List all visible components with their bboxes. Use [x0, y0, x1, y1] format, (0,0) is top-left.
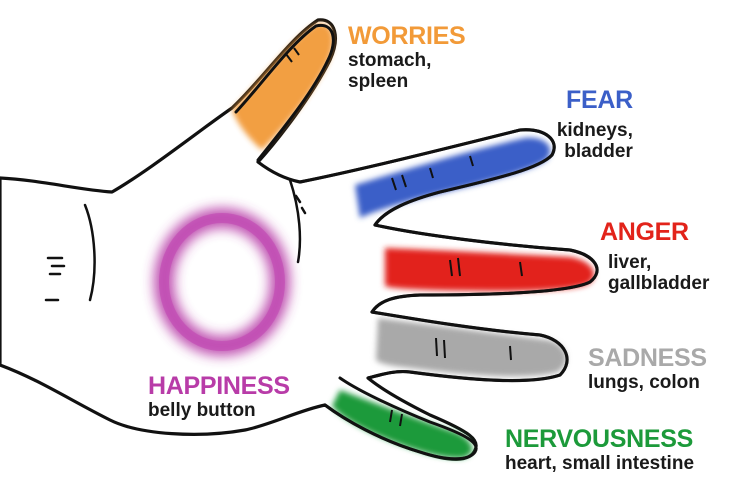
label-worries: WORRIES stomach, spleen: [348, 22, 466, 93]
organs-nervousness-1: heart, small intestine: [505, 453, 695, 474]
little-finger-nervousness: [323, 376, 478, 461]
happiness-circle: [154, 208, 290, 356]
label-anger: ANGER liver, gallbladder: [600, 218, 709, 295]
palm-lines: [44, 178, 307, 302]
thumb-worries: [232, 23, 335, 162]
organs-worries-2: spleen: [348, 71, 409, 93]
organs-anger-1: liver,: [608, 252, 652, 273]
emotion-worries: WORRIES: [348, 22, 466, 50]
emotion-sadness: SADNESS: [588, 344, 707, 372]
label-sadness: SADNESS lungs, colon: [588, 344, 707, 393]
organs-worries-1: stomach,: [348, 50, 432, 71]
organs-fear-2: bladder: [564, 141, 633, 163]
emotion-anger: ANGER: [600, 218, 689, 246]
organs-fear-1: kidneys,: [556, 120, 633, 141]
organs-happiness-1: belly button: [148, 400, 256, 421]
ring-finger-sadness: [366, 310, 569, 383]
label-nervousness: NERVOUSNESS heart, small intestine: [505, 425, 694, 474]
emotion-fear: FEAR: [566, 86, 633, 114]
organs-anger-2: gallbladder: [608, 273, 710, 295]
label-fear: FEAR kidneys, bladder: [557, 86, 633, 163]
emotion-happiness: HAPPINESS: [148, 372, 290, 400]
middle-finger-anger: [370, 223, 599, 314]
emotion-nervousness: NERVOUSNESS: [505, 425, 693, 453]
label-happiness: HAPPINESS belly button: [148, 372, 290, 421]
organs-sadness-1: lungs, colon: [588, 372, 700, 393]
index-finger-fear: [298, 128, 556, 227]
